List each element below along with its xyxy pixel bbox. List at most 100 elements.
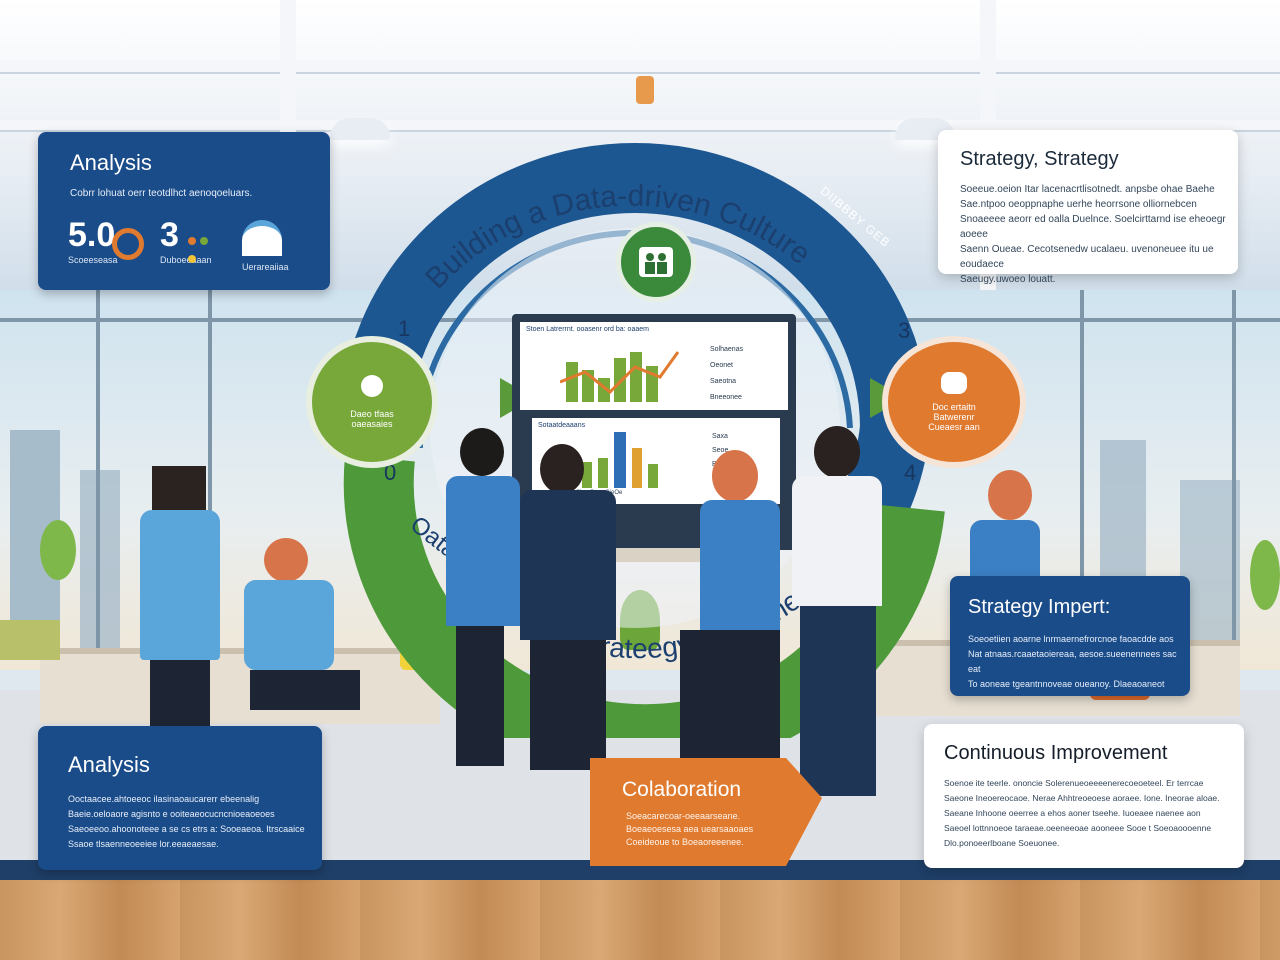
person-woman-center <box>446 476 520 626</box>
analysis-stats-panel: Analysis Cobrr lohuat oerr teotdlhct aen… <box>38 132 330 290</box>
bulb-icon <box>361 375 383 397</box>
person-head <box>712 450 758 502</box>
collaboration-title: Colaboration <box>622 778 742 801</box>
body-line: Saeoel lottnnoeoe taraeae.oeeneeoae aoon… <box>944 823 1212 833</box>
collaboration-panel: Colaboration Soeacarecoar-oeeaarseane. B… <box>590 758 790 866</box>
side-item: Saxa <box>712 433 728 440</box>
body-line: Saeane Inhoone oeerree a ehos aoner tsee… <box>944 808 1201 818</box>
strategy-impact-body: Soeoetiien aoarne lnrmaernefrorcnoe faoa… <box>968 632 1178 692</box>
gear-icon <box>941 372 967 394</box>
side-item: Bneeonee <box>710 394 742 401</box>
body-line: Baeie.oeloaore agisnto e ooiteaeocucncni… <box>68 809 275 819</box>
strategy-panel-title: Strategy, Strategy <box>960 148 1119 170</box>
bar <box>598 458 608 488</box>
person-legs <box>680 630 780 760</box>
hanging-lamp-icon <box>636 76 654 104</box>
step-number-1: 1 <box>398 316 411 341</box>
person-woman-right <box>700 500 780 630</box>
body-line: Snoaeeee aeorr ed oalla Duelnce. Soelcir… <box>960 214 1226 240</box>
left-step-node[interactable]: Daeo tfaas oaeasaies <box>306 336 438 468</box>
person-legs <box>800 606 876 796</box>
dashboard-lower-header: Sotaatdeaaans <box>538 422 586 429</box>
body-line: Soeoetiien aoarne lnrmaernefrorcnoe faoa… <box>968 634 1174 644</box>
person-standing-left <box>140 510 220 660</box>
stat-caption: Duboeeaaan <box>160 255 212 265</box>
person-legs <box>456 626 504 766</box>
person-man-right <box>792 476 882 606</box>
body-line: Saeone Ineoereocaoe. Nerae Ahhtreoeoese … <box>944 793 1220 803</box>
body-line: Dlo.ponoeerlboane Soeuonee. <box>944 838 1060 848</box>
bar <box>632 448 642 488</box>
stat-value: 3 <box>160 216 179 254</box>
body-line: Boeaeoesesa aea uearsaaoaes <box>626 824 754 834</box>
city-building <box>80 470 120 650</box>
body-line: Coeideoue to Boeaoreeenee. <box>626 837 744 847</box>
bar <box>582 462 592 488</box>
side-item: Seoe <box>712 447 729 454</box>
body-line: Soeacarecoar-oeeaarseane. <box>626 811 741 821</box>
bar <box>648 464 658 488</box>
dashboard-top-chart: Stoen Latrerrnt. ooasenr ord ba: oaaem S… <box>520 322 788 410</box>
collaboration-tag-shape <box>590 758 822 866</box>
stat-caption: Uerareaiiaa <box>242 262 289 272</box>
window-frame <box>96 290 100 670</box>
person-head <box>264 538 308 582</box>
city-building <box>1180 480 1240 650</box>
body-line: Ooctaacee.ahtoeeoc ilasinaoaucarerr ebee… <box>68 794 260 804</box>
body-line: Saenn Oueae. Cecotsenedw ucalaeu. uvenon… <box>960 244 1214 270</box>
left-node-line2: oaeasaies <box>351 419 393 429</box>
strategy-panel-body: Soeeue.oeion Itar lacenacrtlisotnedt. an… <box>960 182 1226 287</box>
bar <box>630 352 642 402</box>
body-line: Sae.ntpoo oeoppnaphe uerhe heorrsone oll… <box>960 199 1197 210</box>
dashboard-header: Stoen Latrerrnt. ooasenr ord ba: oaaem <box>526 326 649 333</box>
stat-block: Uerareaiiaa <box>242 220 302 272</box>
office-desk <box>40 648 440 724</box>
body-line: Saeoeeoo.ahoonoteee a se cs etrs a: Sooe… <box>68 824 305 834</box>
person-head <box>460 428 504 476</box>
bar <box>566 362 578 402</box>
body-line: Soeeue.oeion Itar lacenacrtlisotnedt. an… <box>960 184 1215 195</box>
analysis-panel-body: Ooctaacee.ahtoeeoc ilasinaoaucarerr ebee… <box>68 792 314 852</box>
strategy-impact-title: Strategy Impert: <box>968 596 1111 618</box>
bar <box>614 432 626 488</box>
person-legs <box>250 670 360 710</box>
side-item: Solhaenas <box>710 346 744 353</box>
right-step-node[interactable]: Doc ertaitn Batwerenr Cueaesr aan <box>882 336 1026 468</box>
strategy-panel: Strategy, Strategy Soeeue.oeion Itar lac… <box>938 130 1238 285</box>
window-frame <box>1080 290 1084 670</box>
stat-block: 3 Duboeeaaan <box>160 216 250 265</box>
body-line: Nat atnaas.rcaaetaoiereaa, aesoe.sueenen… <box>968 649 1177 674</box>
right-node-line1: Doc ertaitn <box>932 402 976 412</box>
ceiling-beam <box>0 60 1280 74</box>
stat-block: 5.0 Scoeeseasa <box>68 216 148 265</box>
window-frame <box>208 290 212 670</box>
person-head <box>988 470 1032 520</box>
continuous-improvement-body: Soenoe ite teerle. ononcie Solerenueoeee… <box>944 776 1234 851</box>
team-icon <box>639 247 673 277</box>
ceiling-beam <box>0 120 1280 132</box>
body-line: Ssaoe tlsaenneoeeiee lor.eeaeaesae. <box>68 839 219 849</box>
person-head <box>814 426 860 478</box>
left-node-line1: Daeo tfaas <box>350 409 394 419</box>
dashboard-side-list: Solhaenas Oeonet Saeotna Bneeonee <box>710 342 743 406</box>
step-number-4: 4 <box>904 460 917 485</box>
body-line: Saeugy.uwoeo louatt. <box>960 274 1056 285</box>
stat-value: 5.0 <box>68 216 116 254</box>
side-item: Oeonet <box>710 362 733 369</box>
continuous-improvement-title: Continuous Improvement <box>944 742 1168 764</box>
wooden-floor <box>0 880 1280 960</box>
team-node[interactable] <box>616 222 696 302</box>
analysis-stats-title: Analysis <box>70 150 152 175</box>
side-item: Saeotna <box>710 378 737 385</box>
filing-box <box>0 620 60 660</box>
stat-caption: Scoeeseasa <box>68 255 118 265</box>
plant-icon <box>40 520 76 580</box>
window-frame <box>1232 290 1236 670</box>
right-node-line2: Batwerenr <box>933 412 975 422</box>
ceiling-lamp <box>330 118 390 140</box>
ring-icon <box>112 228 144 260</box>
right-node-line3: Cueaesr aan <box>928 422 980 432</box>
body-line: To aoneae tgeantnnoveae oueanoy. Dlaeaoa… <box>968 679 1165 689</box>
continuous-improvement-panel: Continuous Improvement Soenoe ite teerle… <box>924 724 1244 868</box>
analysis-panel: Analysis Ooctaacee.ahtoeeoc ilasinaoauca… <box>38 726 322 870</box>
